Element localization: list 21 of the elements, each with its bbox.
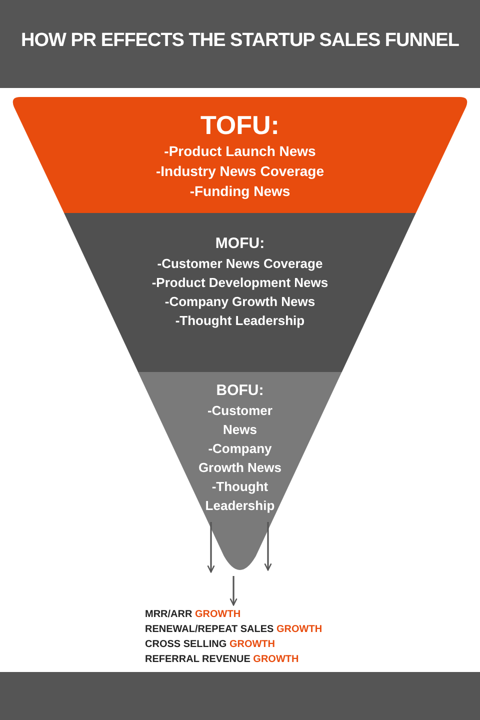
list-item: -Customer News [206, 402, 274, 439]
stage-heading: BOFU: [215, 381, 265, 401]
outcome-text: REFERRAL REVENUE GROWTH [145, 653, 299, 667]
outcome-text: MRR/ARR GROWTH [145, 608, 241, 622]
outcome-text: CROSS SELLING GROWTH [145, 638, 275, 652]
list-item: -Industry News Coverage [154, 162, 326, 181]
stage-heading: MOFU: [214, 234, 266, 254]
list-item: -Thought Leadership [204, 478, 276, 515]
arrow [207, 522, 215, 573]
list-item: -Product Launch News [163, 142, 317, 161]
list-item: -Customer News Coverage [156, 255, 324, 273]
title: HOW PR EFFECTS THE STARTUP SALES FUNNEL [20, 30, 460, 52]
stage-heading: TOFU: [200, 109, 280, 141]
list-item: -Funding News [188, 182, 292, 201]
arrow [230, 576, 238, 606]
outcome-text: RENEWAL/REPEAT SALES GROWTH [145, 623, 322, 637]
list-item: -Company Growth News [197, 440, 283, 477]
list-item: -Product Development News [150, 274, 330, 292]
list-item: -Company Growth News [164, 293, 316, 311]
list-item: -Thought Leadership [174, 312, 306, 330]
arrow [264, 522, 272, 571]
